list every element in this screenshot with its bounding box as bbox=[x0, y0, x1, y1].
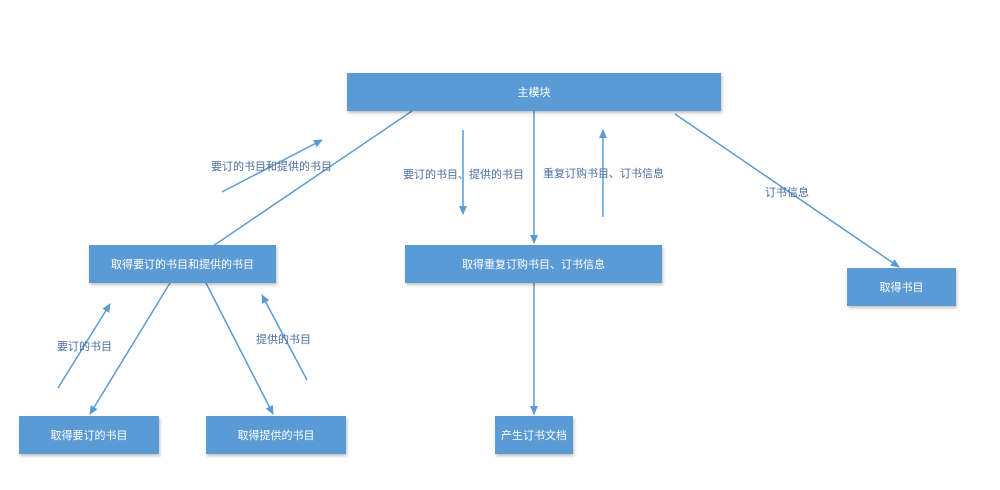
get-order-and-provide-box: 取得要订的书目和提供的书目 bbox=[89, 245, 276, 283]
get-order-books-box: 取得要订的书目 bbox=[19, 416, 159, 454]
arrow-return-left bbox=[221, 139, 323, 193]
get-repeat-order-box: 取得重复订购书目、订书信息 bbox=[405, 245, 662, 283]
connector-main-to-left bbox=[184, 110, 413, 266]
label-repeat-order-info: 重复订购书目、订书信息 bbox=[543, 167, 664, 180]
connector-left-to-order bbox=[89, 282, 171, 415]
arrow-return-provided bbox=[261, 294, 308, 381]
arrow-return-order bbox=[57, 303, 111, 389]
get-provided-books-box: 取得提供的书目 bbox=[206, 416, 346, 454]
label-order-comma-provide: 要订的书目、提供的书目 bbox=[403, 168, 524, 181]
connector-left-to-provided bbox=[205, 282, 274, 415]
main-module-box: 主模块 bbox=[347, 73, 721, 111]
produce-order-doc-box: 产生订书文档 bbox=[495, 416, 573, 454]
connector-main-to-right bbox=[674, 113, 900, 268]
label-order-and-provide: 要订的书目和提供的书目 bbox=[211, 160, 332, 173]
label-provided-books: 提供的书目 bbox=[256, 333, 311, 346]
label-order-info: 订书信息 bbox=[765, 186, 809, 199]
get-books-box: 取得书目 bbox=[847, 268, 956, 306]
label-order-books: 要订的书目 bbox=[57, 340, 112, 353]
